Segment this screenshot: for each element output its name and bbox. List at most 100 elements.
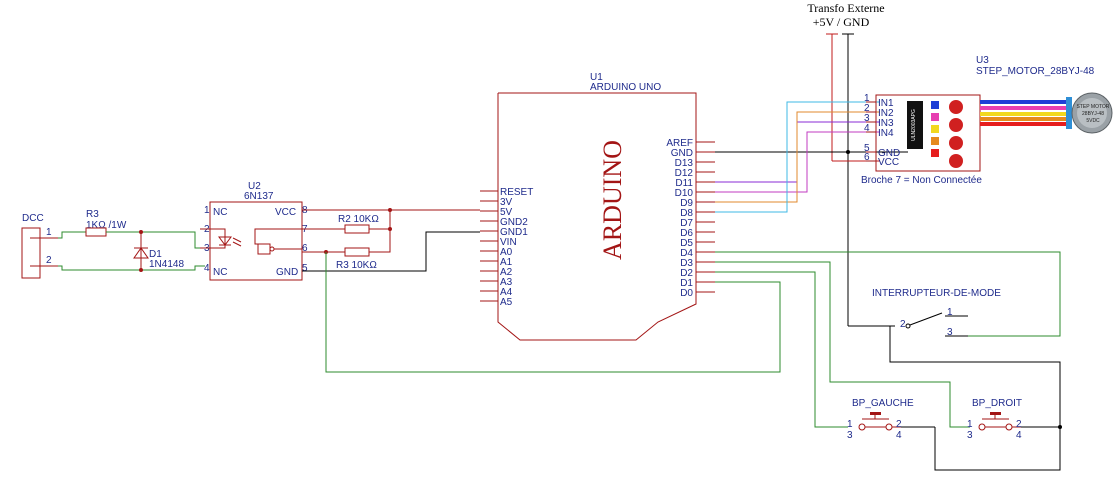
u2-nc1: NC — [213, 207, 227, 218]
bp-gauche-c2 — [885, 423, 893, 431]
motor-text-2: 28BYJ-48 — [1082, 111, 1104, 117]
junction — [1058, 425, 1062, 429]
u2-p4: 4 — [204, 263, 210, 274]
bp-droit-p3: 3 — [967, 430, 973, 441]
u1-value: ARDUINO UNO — [590, 82, 661, 93]
wire-dcc2 — [58, 265, 205, 271]
u2-led-ray — [232, 241, 242, 247]
bp-droit-c1 — [978, 423, 986, 431]
bp-droit-label: BP_DROIT — [972, 398, 1022, 409]
r3a-ref: R3 — [86, 209, 99, 220]
u3-led-orange — [931, 137, 939, 145]
bp-gauche-p1: 1 — [847, 419, 853, 430]
motor-face — [1077, 98, 1107, 128]
power-subtitle: +5V / GND — [813, 15, 870, 29]
junction — [388, 227, 392, 231]
u1-pin-5v: 5V — [500, 207, 513, 218]
power-title: Transfo Externe — [807, 1, 884, 15]
dcc-pin1-num: 1 — [46, 227, 52, 238]
switch-p2: 2 — [900, 319, 906, 330]
u1-pin-d8: D8 — [680, 208, 693, 219]
u3-led-indicator — [949, 136, 963, 150]
u3-pin-num: 3 — [864, 113, 870, 124]
u1-pin-d0: D0 — [680, 288, 693, 299]
u3-led-indicator — [949, 118, 963, 132]
wire-d9 — [715, 111, 880, 203]
wire-r3a — [106, 231, 205, 249]
u1-pin-vin: VIN — [500, 237, 517, 248]
u3-led-pink — [931, 113, 939, 121]
motor-connector — [1066, 97, 1072, 129]
u3-pin-in1: IN1 — [878, 98, 894, 109]
u2-body — [209, 201, 303, 281]
bp-droit-cap — [990, 412, 1001, 415]
d1-value: 1N4148 — [149, 259, 184, 270]
wire-d8 — [715, 101, 880, 213]
u1-pin-d12: D12 — [675, 168, 694, 179]
bp-gauche-cap — [870, 412, 881, 415]
u3-led-yellow — [931, 125, 939, 133]
u3-led-indicator — [949, 100, 963, 114]
bp-droit-p4: 4 — [1016, 430, 1022, 441]
u1-pin-3v: 3V — [500, 197, 513, 208]
u2-ref: U2 — [248, 181, 261, 192]
junction — [388, 208, 392, 212]
u2-p5: 5 — [302, 263, 308, 274]
u2-led-ray — [232, 237, 242, 243]
u1-pin-a4: A4 — [500, 287, 513, 298]
wire-switch-bp — [889, 326, 1061, 471]
motor-text-1: STEP MOTOR — [1077, 104, 1110, 110]
r2-resistor — [344, 224, 370, 234]
bp-droit-p1: 1 — [967, 419, 973, 430]
wire-d10 — [715, 131, 880, 193]
switch-lever — [909, 312, 943, 326]
dcc-label: DCC — [22, 213, 44, 224]
u3-pin-num: 6 — [864, 152, 870, 163]
u3-pin-gnd: GND — [878, 148, 900, 159]
u1-pin-a3: A3 — [500, 277, 513, 288]
r2-label: R2 10KΩ — [338, 214, 379, 225]
u2-p1: 1 — [204, 205, 210, 216]
wire-gnd — [302, 231, 480, 272]
u3-chip — [907, 101, 923, 149]
u2-value: 6N137 — [244, 191, 274, 202]
r3b-resistor — [344, 247, 370, 257]
bp-droit-c2 — [1005, 423, 1013, 431]
bp-gauche-c1 — [858, 423, 866, 431]
u3-pin-num: 4 — [864, 123, 870, 134]
switch-pivot — [905, 323, 911, 329]
r3a-value: 1KΩ /1W — [86, 220, 127, 231]
u1-pin-a1: A1 — [500, 257, 513, 268]
d1-ref: D1 — [149, 249, 162, 260]
u1-pin-d10: D10 — [675, 188, 694, 199]
u2-gate-bubble — [269, 246, 275, 252]
u3-pin-num: 2 — [864, 103, 870, 114]
u3-pin-num: 1 — [864, 93, 870, 104]
u3-chip-label: ULN2003APG — [911, 109, 917, 141]
junction — [846, 150, 850, 154]
switch-label: INTERRUPTEUR-DE-MODE — [872, 288, 1001, 299]
bp-droit-p2: 2 — [1016, 419, 1022, 430]
u1-pin-reset: RESET — [500, 187, 533, 198]
u1-pin-d3: D3 — [680, 258, 693, 269]
u3-led-indicator — [949, 154, 963, 168]
u1-pin-aref: AREF — [666, 138, 693, 149]
u2-enable — [254, 228, 302, 245]
u2-gate — [257, 243, 271, 255]
u1-body — [497, 92, 697, 341]
u3-value: STEP_MOTOR_28BYJ-48 — [976, 66, 1095, 77]
u3-pin-in3: IN3 — [878, 118, 894, 129]
motor-text-3: 5VDC — [1086, 118, 1100, 124]
u3-led-red — [931, 149, 939, 157]
wire-d5 — [715, 251, 1061, 337]
u2-led-lead — [210, 228, 226, 249]
bp-gauche-p4: 4 — [896, 430, 902, 441]
wire-d2 — [325, 252, 781, 373]
wire-r3b — [369, 249, 391, 253]
switch-p1: 1 — [947, 307, 953, 318]
dcc-pin2-num: 2 — [46, 255, 52, 266]
u3-board — [875, 94, 981, 172]
